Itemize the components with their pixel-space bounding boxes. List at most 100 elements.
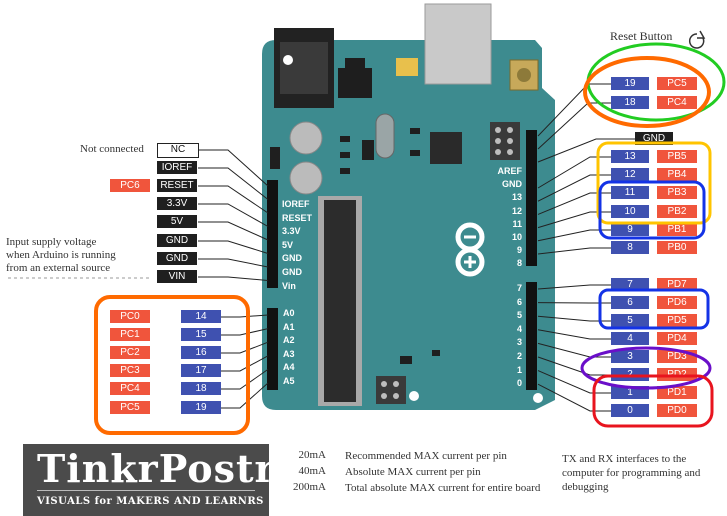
board-right-bottom-label-0: 7	[516, 283, 522, 293]
board-left-label-5: GND	[282, 267, 302, 277]
right-bottom-num-2: 5	[611, 314, 649, 327]
left-pin-5: GND	[157, 234, 197, 247]
usb-port	[424, 3, 492, 85]
analog-port-4: PC4	[110, 382, 150, 395]
analog-port-1: PC1	[110, 328, 150, 341]
right-bottom-port-2: PD5	[657, 314, 697, 327]
board-analog-label-1: A1	[283, 321, 295, 332]
blue-box-bottom	[598, 288, 710, 330]
right-mid-port-2: PB3	[657, 186, 697, 199]
board-analog-label-5: A5	[283, 376, 295, 386]
right-bottom-num-4: 3	[611, 350, 649, 363]
board-analog-label-0: A0	[283, 308, 295, 318]
right-bottom-port-3: PD4	[657, 332, 697, 345]
right-top-num-1: 18	[611, 96, 649, 109]
board-left-label-2: 3.3V	[282, 226, 301, 237]
right-bottom-num-1: 6	[611, 296, 649, 309]
board-right-bottom-label-2: 5	[516, 310, 522, 321]
board-right-bottom-label-5: 2	[516, 351, 522, 361]
left-pin-0: NC	[157, 143, 199, 158]
board-right-bottom-label-3: 4	[516, 323, 522, 334]
reset-port-label: PC6	[110, 179, 150, 192]
right-bottom-port-1: PD6	[657, 296, 697, 309]
analog-num-3: 17	[181, 364, 221, 377]
right-bottom-port-0: PD7	[657, 278, 697, 291]
purple-circle	[580, 346, 712, 390]
board-right-top-label-6: 9	[516, 245, 522, 256]
current-desc-0: Recommended MAX current per pin	[345, 450, 507, 462]
orange-box-left	[94, 295, 250, 435]
right-mid-num-3: 10	[611, 205, 649, 218]
red-box	[592, 374, 714, 428]
analog-port-0: PC0	[110, 310, 150, 323]
capacitor	[289, 161, 323, 195]
board-right-top-label-2: 13	[511, 192, 522, 203]
current-value-0: 20mA	[298, 449, 327, 461]
board-left-label-1: RESET	[282, 212, 313, 223]
current-value-1: 40mA	[298, 465, 327, 477]
analog-num-1: 15	[181, 328, 221, 341]
analog-header	[267, 308, 278, 390]
right-top-num-0: 19	[611, 77, 649, 90]
analog-num-2: 16	[181, 346, 221, 359]
digital-header-low	[526, 282, 537, 390]
board-right-top-label-4: 11	[512, 218, 522, 229]
analog-num-4: 18	[181, 382, 221, 395]
board-left-label-6: Vin	[282, 280, 296, 291]
board-right-bottom-label-7: 0	[516, 378, 522, 389]
crystal	[375, 113, 395, 159]
current-value-2: 200mA	[293, 481, 326, 493]
left-pin-3: 3.3V	[157, 197, 197, 210]
right-bottom-port-6: PD1	[657, 386, 697, 399]
right-mid-port-1: PB4	[657, 168, 697, 181]
analog-port-3: PC3	[110, 364, 150, 377]
right-mid-port-0: PB5	[657, 150, 697, 163]
right-top-port-0: PC5	[657, 77, 697, 90]
left-pin-7: VIN	[157, 270, 197, 283]
board-right-top-label-0: AREF	[497, 166, 523, 176]
right-top-port-1: PC4	[657, 96, 697, 109]
capacitor	[289, 121, 323, 155]
usb-controller-chip	[430, 132, 462, 164]
analog-num-5: 19	[181, 401, 221, 414]
reset-button-label: Reset Button	[610, 29, 673, 43]
analog-port-5: PC5	[110, 401, 150, 414]
yellow-box	[596, 141, 712, 225]
right-bottom-num-0: 7	[611, 278, 649, 291]
board-right-top-label-3: 12	[511, 205, 522, 216]
board-right-top-label-1: GND	[502, 179, 522, 190]
power-header	[267, 180, 278, 288]
right-mid-num-1: 12	[611, 168, 649, 181]
left-pin-2: RESET	[157, 179, 197, 192]
board-analog-label-2: A2	[283, 335, 295, 346]
orange-circle-right	[583, 56, 711, 128]
digital-header-high	[526, 130, 537, 266]
right-mid-port-5: PB0	[657, 241, 697, 254]
board-left-label-0: IOREF	[282, 199, 310, 209]
analog-num-0: 14	[181, 310, 221, 323]
board-right-bottom-label-1: 6	[516, 296, 522, 307]
board-analog-label-3: A3	[283, 348, 295, 359]
tinkrpostr-logo: TinkrPostr VISUALS for MAKERS AND LEARNR…	[23, 444, 275, 516]
board-analog-label-4: A4	[283, 362, 295, 373]
left-pin-4: 5V	[157, 215, 197, 228]
right-bottom-num-7: 0	[611, 404, 649, 417]
right-bottom-port-7: PD0	[657, 404, 697, 417]
arduino-logo	[455, 222, 485, 277]
left-pin-6: GND	[157, 252, 197, 265]
right-mid-num-4: 9	[611, 223, 649, 236]
right-mid-num-0: 13	[611, 150, 649, 163]
left-pin-1: IOREF	[157, 161, 197, 174]
board-right-top-label-5: 10	[511, 232, 522, 242]
input-supply-note: Input supply voltage when Arduino is run…	[6, 236, 116, 274]
current-desc-2: Total absolute MAX current for entire bo…	[345, 482, 541, 494]
right-mid-num-5: 8	[611, 241, 649, 254]
board-right-bottom-label-4: 3	[516, 337, 522, 348]
right-mid-num-2: 11	[611, 186, 649, 199]
current-desc-1: Absolute MAX current per pin	[345, 466, 481, 478]
not-connected-note: Not connected	[80, 143, 144, 155]
voltage-regulator	[338, 68, 372, 98]
